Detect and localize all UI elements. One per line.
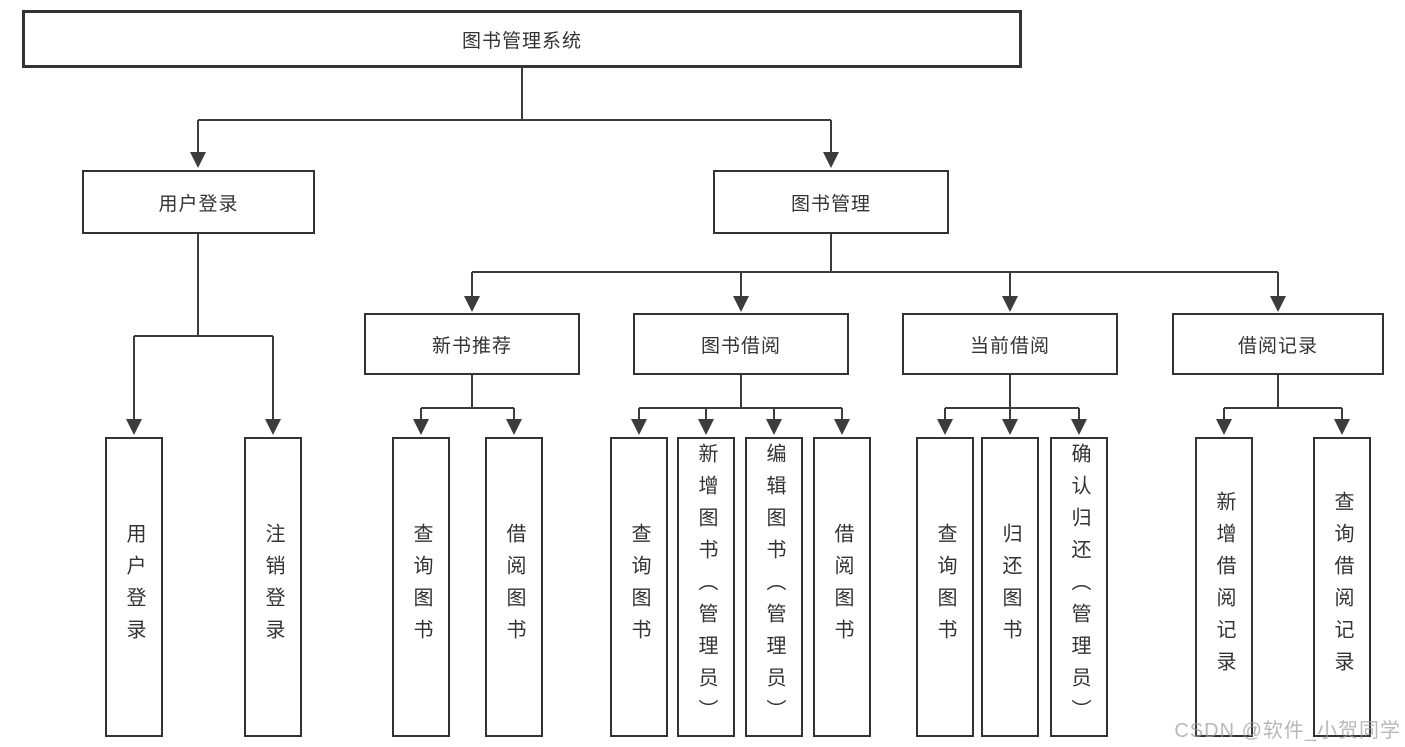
leaf-borrow-books: 借阅图书 [813,437,871,737]
node-borrowing-records: 借阅记录 [1172,313,1384,375]
node-library-management-system: 图书管理系统 [22,10,1022,68]
node-current-borrowing: 当前借阅 [902,313,1118,375]
leaf-query-borrow-record: 查询借阅记录 [1313,437,1371,737]
leaf-confirm-return-admin: 确认归还（管理员） [1050,437,1108,737]
leaf-borrow-books-recommend: 借阅图书 [485,437,543,737]
leaf-query-books-recommend: 查询图书 [392,437,450,737]
leaf-query-books-current: 查询图书 [916,437,974,737]
leaf-query-books-borrowing: 查询图书 [610,437,668,737]
node-new-book-recommendation: 新书推荐 [364,313,580,375]
leaf-user-login: 用户登录 [105,437,163,737]
leaf-logout: 注销登录 [244,437,302,737]
leaf-edit-books-admin: 编辑图书（管理员） [745,437,803,737]
leaf-add-books-admin: 新增图书（管理员） [677,437,735,737]
leaf-return-books: 归还图书 [981,437,1039,737]
node-book-borrowing: 图书借阅 [633,313,849,375]
leaf-add-borrow-record: 新增借阅记录 [1195,437,1253,737]
node-book-management: 图书管理 [713,170,949,234]
csdn-watermark: CSDN @软件_小贺同学 [1174,720,1401,742]
node-user-login: 用户登录 [82,170,315,234]
